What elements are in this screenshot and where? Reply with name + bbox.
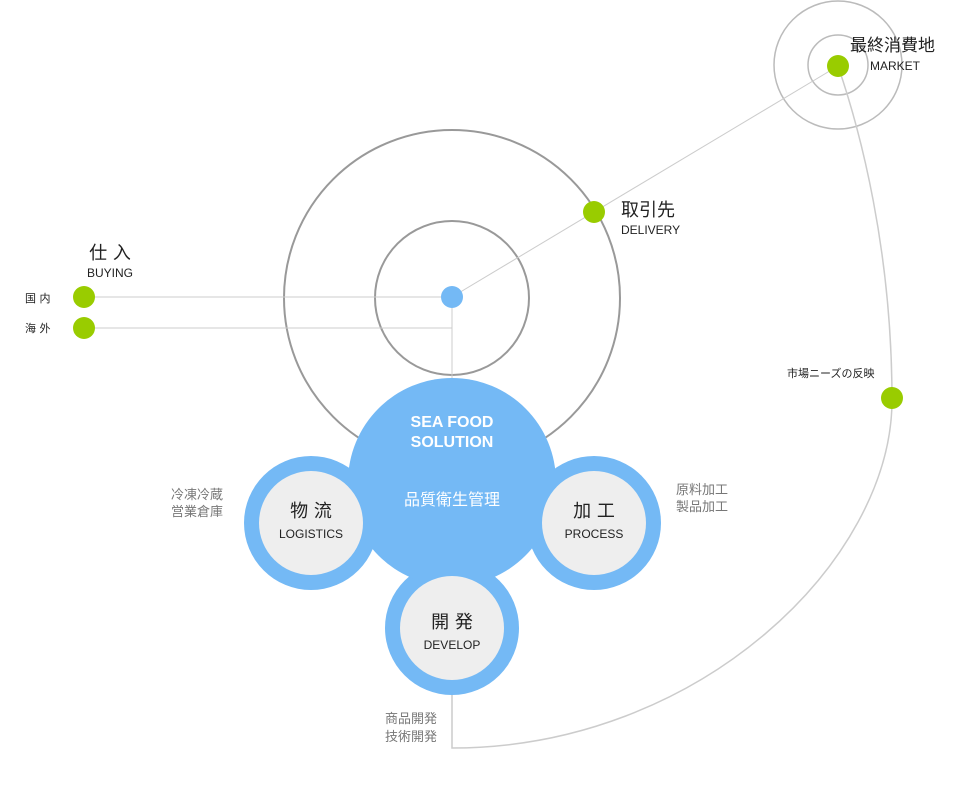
buying-subtitle: BUYING xyxy=(87,266,133,280)
overseas-node xyxy=(73,317,95,339)
core-subtitle: 品質衛生管理 xyxy=(404,490,500,509)
delivery-node xyxy=(583,201,605,223)
market-inner-ring xyxy=(807,34,869,96)
develop-subtitle: DEVELOP xyxy=(424,638,481,652)
delivery-subtitle: DELIVERY xyxy=(621,223,680,237)
market-outer-ring xyxy=(773,0,903,130)
process-note-line2: 製品加工 xyxy=(676,500,728,515)
market-subtitle: MARKET xyxy=(870,59,921,73)
overseas-label: 海 外 xyxy=(25,321,51,335)
logistics-note-line2: 営業倉庫 xyxy=(171,504,223,520)
process-inner xyxy=(542,471,646,575)
develop-inner xyxy=(400,576,504,680)
market-node xyxy=(827,55,849,77)
core-circle xyxy=(348,378,556,586)
domestic-label: 国 内 xyxy=(25,291,51,305)
feedback-node xyxy=(881,387,903,409)
develop-note-line2: 技術開発 xyxy=(385,730,437,745)
domestic-node xyxy=(73,286,95,308)
core-title-line1: SEA FOOD xyxy=(411,414,494,431)
process-note-line1: 原料加工 xyxy=(676,483,728,498)
delivery-line xyxy=(451,65,839,298)
logistics-note-line1: 冷凍冷蔵 xyxy=(171,487,223,503)
develop-title: 開 発 xyxy=(431,612,473,633)
develop-note-line1: 商品開発 xyxy=(385,712,437,727)
feedback-label: 市場ニーズの反映 xyxy=(787,366,874,380)
delivery-title: 取引先 xyxy=(621,200,675,221)
logistics-inner xyxy=(259,471,363,575)
process-title: 加 工 xyxy=(573,501,615,522)
process-subtitle: PROCESS xyxy=(565,527,624,541)
buying-title: 仕 入 xyxy=(89,243,131,264)
market-title: 最終消費地 xyxy=(850,36,935,56)
feedback-arc xyxy=(451,65,893,749)
logistics-title: 物 流 xyxy=(290,501,332,522)
logistics-subtitle: LOGISTICS xyxy=(279,527,343,541)
center-node xyxy=(441,286,463,308)
core-title-line2: SOLUTION xyxy=(411,434,494,451)
